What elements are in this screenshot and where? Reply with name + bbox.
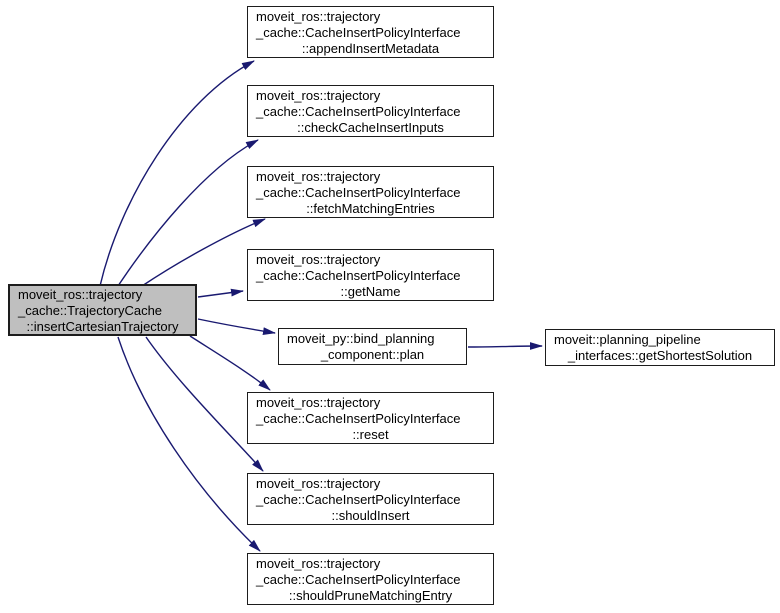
node-label-line: moveit::planning_pipeline bbox=[554, 332, 701, 347]
edge-insert-to-get-name bbox=[197, 288, 244, 298]
node-label-line: ::getName bbox=[340, 284, 401, 299]
node-label-line: _cache::CacheInsertPolicyInterface bbox=[256, 411, 461, 426]
node-label-line: _component::plan bbox=[320, 347, 425, 362]
node-cache-insert-policy-append-insert-metadata[interactable]: moveit_ros::trajectory _cache::CacheInse… bbox=[247, 6, 494, 58]
node-label-line: ::appendInsertMetadata bbox=[301, 41, 440, 56]
node-label-line: moveit_ros::trajectory bbox=[256, 169, 381, 184]
edge-insert-to-check-cache-insert-inputs bbox=[117, 139, 259, 287]
node-label-line: ::insertCartesianTrajectory bbox=[26, 319, 179, 334]
edge-insert-to-append-insert-metadata bbox=[99, 60, 255, 287]
edge-insert-to-plan bbox=[197, 318, 276, 335]
node-label-line: ::checkCacheInsertInputs bbox=[297, 120, 444, 135]
edge-plan-to-get-shortest-solution bbox=[467, 342, 543, 350]
node-label-line: _cache::CacheInsertPolicyInterface bbox=[256, 104, 461, 119]
node-label-line: ::shouldInsert bbox=[331, 508, 410, 523]
node-label-line: ::shouldPruneMatchingEntry bbox=[288, 588, 453, 603]
node-trajectory-cache-insert-cartesian-trajectory: moveit_ros::trajectory _cache::Trajector… bbox=[8, 284, 197, 336]
node-cache-insert-policy-reset[interactable]: moveit_ros::trajectory _cache::CacheInse… bbox=[247, 392, 494, 444]
node-label-line: moveit_ros::trajectory bbox=[256, 556, 381, 571]
node-label-line: moveit_ros::trajectory bbox=[256, 9, 381, 24]
node-bind-planning-component-plan[interactable]: moveit_py::bind_planning _component::pla… bbox=[278, 328, 467, 365]
node-label-line: moveit_ros::trajectory bbox=[18, 287, 143, 302]
node-label-line: moveit_ros::trajectory bbox=[256, 476, 381, 491]
node-cache-insert-policy-should-insert[interactable]: moveit_ros::trajectory _cache::CacheInse… bbox=[247, 473, 494, 525]
node-label-line: _interfaces::getShortestSolution bbox=[567, 348, 753, 363]
node-label-line: moveit_ros::trajectory bbox=[256, 395, 381, 410]
edge-insert-to-reset bbox=[189, 335, 271, 391]
node-cache-insert-policy-get-name[interactable]: moveit_ros::trajectory _cache::CacheInse… bbox=[247, 249, 494, 301]
node-cache-insert-policy-fetch-matching-entries[interactable]: moveit_ros::trajectory _cache::CacheInse… bbox=[247, 166, 494, 218]
node-label-line: ::fetchMatchingEntries bbox=[306, 201, 435, 216]
edge-insert-to-fetch-matching-entries bbox=[141, 218, 266, 287]
node-label-line: _cache::CacheInsertPolicyInterface bbox=[256, 268, 461, 283]
node-cache-insert-policy-check-cache-insert-inputs[interactable]: moveit_ros::trajectory _cache::CacheInse… bbox=[247, 85, 494, 137]
node-cache-insert-policy-should-prune-matching-entry[interactable]: moveit_ros::trajectory _cache::CacheInse… bbox=[247, 553, 494, 605]
node-label-line: _cache::TrajectoryCache bbox=[18, 303, 163, 318]
node-label-line: _cache::CacheInsertPolicyInterface bbox=[256, 492, 461, 507]
edge-insert-to-should-insert bbox=[145, 336, 264, 472]
node-label-line: _cache::CacheInsertPolicyInterface bbox=[256, 25, 461, 40]
node-label-line: _cache::CacheInsertPolicyInterface bbox=[256, 572, 461, 587]
node-label-line: moveit_ros::trajectory bbox=[256, 252, 381, 267]
node-label-line: moveit_ros::trajectory bbox=[256, 88, 381, 103]
node-label-line: _cache::CacheInsertPolicyInterface bbox=[256, 185, 461, 200]
node-label-line: ::reset bbox=[352, 427, 389, 442]
node-label-line: moveit_py::bind_planning bbox=[287, 331, 435, 346]
edge-insert-to-should-prune-matching-entry bbox=[117, 336, 261, 552]
node-planning-pipeline-interfaces-get-shortest-solution[interactable]: moveit::planning_pipeline _interfaces::g… bbox=[545, 329, 775, 366]
